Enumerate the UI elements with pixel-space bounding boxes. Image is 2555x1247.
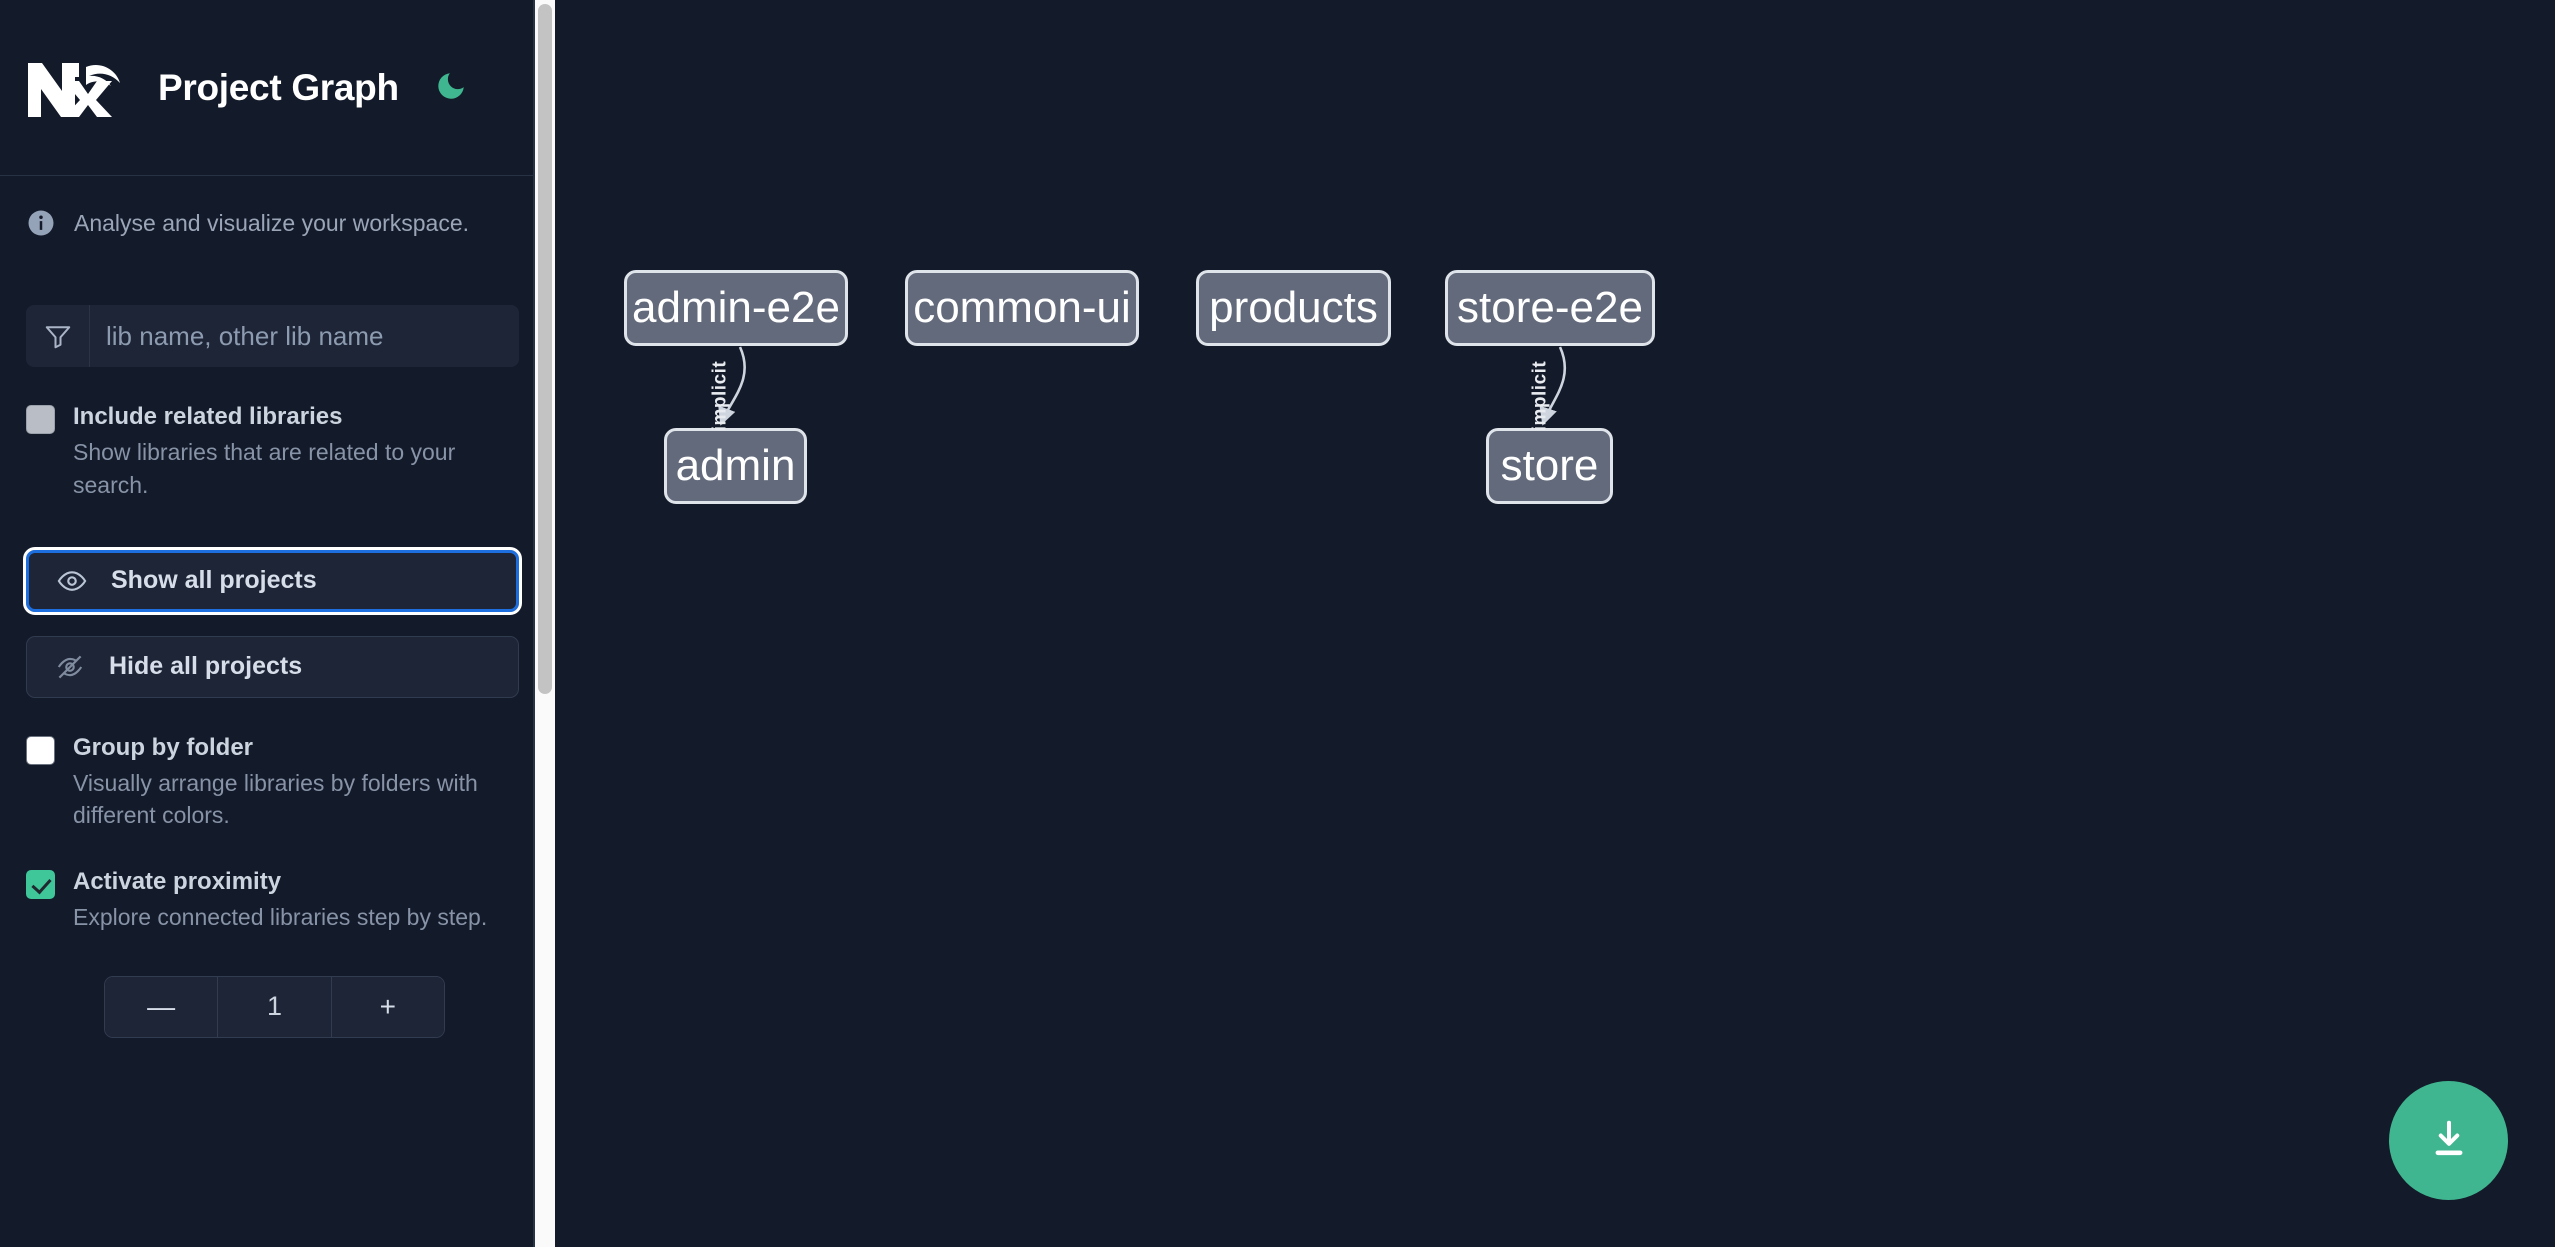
nx-logo-icon bbox=[26, 55, 122, 121]
graph-node-store-e2e[interactable]: store-e2e bbox=[1445, 270, 1655, 346]
sidebar-body: Include related libraries Show libraries… bbox=[0, 305, 555, 1038]
option-text: Activate proximity Explore connected lib… bbox=[73, 866, 519, 934]
info-icon bbox=[26, 208, 56, 238]
workspace-info-text: Analyse and visualize your workspace. bbox=[74, 209, 470, 236]
show-all-projects-button[interactable]: Show all projects bbox=[23, 546, 522, 615]
graph-node-label: common-ui bbox=[913, 283, 1131, 332]
option-description: Show libraries that are related to your … bbox=[73, 439, 456, 498]
option-description: Explore connected libraries step by step… bbox=[73, 904, 488, 931]
show-all-projects-label: Show all projects bbox=[111, 566, 317, 594]
workspace-info: Analyse and visualize your workspace. bbox=[0, 176, 555, 238]
option-text: Group by folder Visually arrange librari… bbox=[73, 732, 519, 833]
sidebar-scrollbar[interactable] bbox=[535, 0, 555, 1247]
option-text: Include related libraries Show libraries… bbox=[73, 401, 519, 502]
page-title: Project Graph bbox=[158, 66, 399, 108]
proximity-stepper[interactable]: — 1 + bbox=[104, 975, 445, 1038]
group-by-folder-checkbox[interactable] bbox=[26, 735, 55, 765]
graph-node-store[interactable]: store bbox=[1486, 428, 1613, 504]
proximity-value: 1 bbox=[217, 976, 331, 1037]
graph-node-label: products bbox=[1209, 283, 1378, 332]
eye-icon bbox=[57, 566, 87, 596]
option-group-by-folder[interactable]: Group by folder Visually arrange librari… bbox=[26, 732, 519, 833]
proximity-increment-button[interactable]: + bbox=[330, 976, 444, 1037]
option-title: Include related libraries bbox=[73, 403, 343, 430]
graph-node-label: admin-e2e bbox=[632, 283, 840, 332]
hide-all-projects-label: Hide all projects bbox=[109, 652, 303, 680]
eye-off-icon bbox=[55, 652, 85, 682]
graph-edges bbox=[718, 346, 1567, 426]
graph-node-label: store-e2e bbox=[1457, 283, 1643, 332]
edge-store-e2e-to-store bbox=[1539, 346, 1567, 426]
sidebar-scrollbar-thumb[interactable] bbox=[538, 4, 552, 694]
search-input[interactable] bbox=[90, 305, 519, 367]
graph-node-label: store bbox=[1500, 441, 1599, 490]
moon-icon bbox=[434, 69, 468, 106]
option-description: Visually arrange libraries by folders wi… bbox=[73, 769, 478, 829]
option-title: Group by folder bbox=[73, 733, 253, 761]
activate-proximity-checkbox[interactable] bbox=[26, 870, 55, 899]
graph-node-label: admin bbox=[675, 441, 796, 490]
graph-canvas[interactable]: admin-e2e common-ui products store-e2e a… bbox=[555, 0, 2555, 1247]
option-activate-proximity[interactable]: Activate proximity Explore connected lib… bbox=[26, 866, 519, 934]
filter-search-row[interactable] bbox=[26, 305, 519, 367]
download-icon bbox=[2426, 1116, 2472, 1165]
graph-node-products[interactable]: products bbox=[1196, 270, 1391, 346]
edge-admin-e2e-to-admin bbox=[718, 346, 746, 426]
graph-node-common-ui[interactable]: common-ui bbox=[905, 270, 1139, 346]
graph-node-admin[interactable]: admin bbox=[664, 428, 807, 504]
hide-all-projects-button[interactable]: Hide all projects bbox=[26, 635, 519, 698]
edge-label-admin-e2e-admin: implicit bbox=[709, 360, 731, 432]
download-button[interactable] bbox=[2389, 1081, 2508, 1200]
option-include-related-libraries[interactable]: Include related libraries Show libraries… bbox=[26, 401, 519, 502]
sidebar-divider bbox=[533, 0, 535, 1247]
include-related-libraries-checkbox[interactable] bbox=[26, 405, 55, 434]
theme-toggle-button[interactable] bbox=[429, 66, 473, 110]
proximity-decrement-button[interactable]: — bbox=[105, 976, 218, 1037]
sidebar-header: Project Graph bbox=[0, 0, 555, 176]
edge-label-store-e2e-store: implicit bbox=[1529, 360, 1551, 432]
sidebar: Project Graph Analyse and visualize your… bbox=[0, 0, 555, 1247]
option-title: Activate proximity bbox=[73, 868, 282, 895]
visibility-button-group: Show all projects Hide all projects bbox=[23, 546, 522, 698]
filter-icon bbox=[26, 305, 90, 367]
graph-node-admin-e2e[interactable]: admin-e2e bbox=[624, 270, 848, 346]
